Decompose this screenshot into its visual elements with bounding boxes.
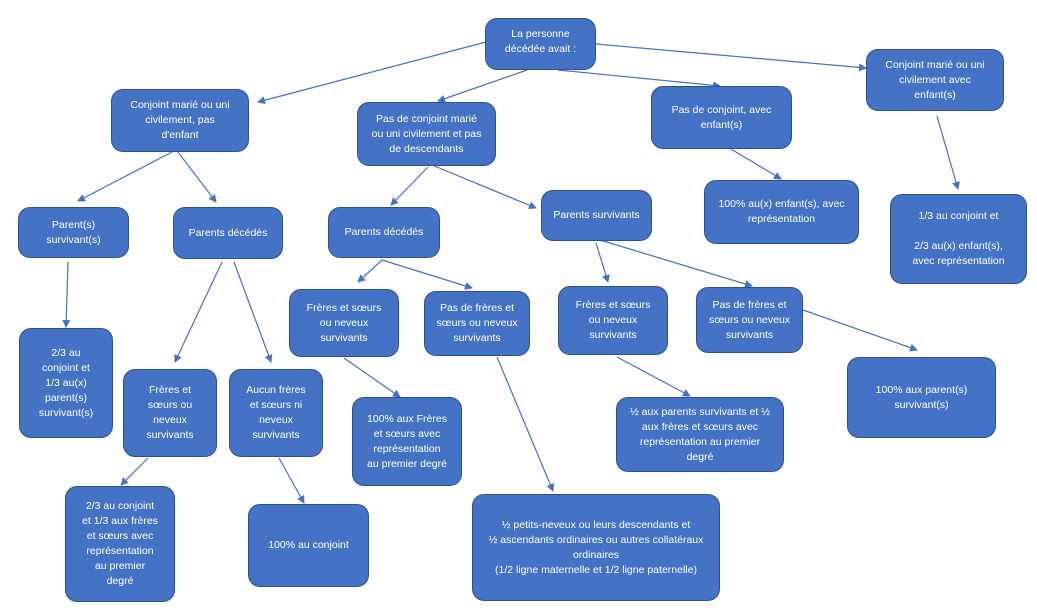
edge-no-spouse-no-desc-to-parents-alive [431,164,537,210]
a-result-parents-node: 2/3 au conjoint et 1/3 au(x) parent(s) s… [19,328,113,438]
c-result-parents-node: 100% aux parent(s) survivant(s) [847,357,996,438]
a-parents-dead-node: Parents décédés [173,207,283,259]
b-result-siblings-node: 100% aux Frères et sœurs avec représenta… [352,397,462,486]
a-result-parents-label: 2/3 au conjoint et 1/3 au(x) parent(s) s… [38,346,94,419]
edge-no-siblings-to-result-spouse [278,457,305,504]
no-spouse-with-child-node: Pas de conjoint, avec enfant(s) [651,86,792,149]
a-parents-dead-label: Parents décédés [188,226,268,239]
edge-root-to-no-spouse-child [557,69,721,90]
edge-root-to-spouse-no-child [257,41,487,105]
edge-root-to-spouse-child [595,43,867,72]
a-result-spouse-node: 100% au conjoint [248,504,369,587]
b-siblings-node: Frères et sœurs ou neveux survivants [289,289,399,357]
b-result-others-label: ½ petits-neveux ou leurs descendants et … [488,518,704,576]
edge-parents-dead-to-no-siblings [233,261,273,363]
edge-b-parents-dead-to-siblings [357,259,383,283]
c-result-siblings-node: ½ aux parents survivants et ½ aux frères… [616,397,784,472]
b-parents-alive-label: Parents survivants [553,209,640,221]
b-parents-dead-label: Parents décédés [344,226,424,238]
c-siblings-label: Frères et sœurs ou neveux survivants [575,299,651,341]
c-siblings-node: Frères et sœurs ou neveux survivants [558,286,668,355]
c-no-siblings-label: Pas de frères et sœurs ou neveux surviva… [708,298,791,341]
edge-spouse-child-to-result [936,115,960,190]
a-result-siblings-label: 2/3 au conjoint et 1/3 aux frères et sœu… [82,500,158,587]
edge-parents-alive-to-result [62,261,71,328]
e-result-label: 1/3 au conjoint et 2/3 au(x) enfant(s), … [912,210,1005,267]
b-no-siblings-label: Pas de frères et sœurs ou neveux surviva… [436,302,518,344]
e-result-node: 1/3 au conjoint et 2/3 au(x) enfant(s), … [890,194,1027,284]
no-spouse-no-descendants-label: Pas de conjoint marié ou uni civilement … [371,112,482,155]
edge-parents-dead-to-siblings [174,261,223,363]
edge-b-parents-alive-to-no-siblings [599,239,753,288]
c-result-siblings-label: ½ aux parents survivants et ½ aux frères… [629,405,771,463]
b-result-siblings-label: 100% aux Frères et sœurs avec représenta… [367,412,447,470]
a-no-siblings-label: Aucun frères et sœurs ni neveux survivan… [246,384,306,441]
c-result-parents-label: 100% aux parent(s) survivant(s) [875,383,968,411]
edge-b-parents-alive-to-siblings [595,242,610,283]
a-result-spouse-label: 100% au conjoint [268,539,349,551]
b-no-siblings-node: Pas de frères et sœurs ou neveux surviva… [424,291,530,356]
spouse-no-child-label: Conjoint marié ou uni civilement, pas d'… [130,99,230,141]
a-result-siblings-node: 2/3 au conjoint et 1/3 aux frères et sœu… [65,486,175,602]
edge-no-spouse-no-desc-to-parents-dead [390,166,429,206]
edge-siblings-to-result [120,457,149,486]
edge-root-to-no-spouse-no-desc [437,69,528,103]
a-siblings-node: Frères et sœurs ou neveux survivants [123,369,217,457]
b-result-others-node: ½ petits-neveux ou leurs descendants et … [472,494,720,601]
c-no-siblings-node: Pas de frères et sœurs ou neveux surviva… [696,287,803,353]
edge-no-spouse-child-to-result [730,148,782,180]
edge-b-siblings-to-result [343,357,401,398]
a-parents-alive-node: Parent(s) survivant(s) [18,207,129,258]
edge-b-parents-dead-to-no-siblings [381,259,473,290]
edge-b-no-siblings-to-result [496,356,554,492]
b-parents-alive-node: Parents survivants [541,190,652,241]
a-parents-alive-label: Parent(s) survivant(s) [46,218,101,246]
d-result-label: 100% au(x) enfant(s), avec représentatio… [718,198,845,225]
no-spouse-with-child-label: Pas de conjoint, avec enfant(s) [671,103,772,131]
a-siblings-label: Frères et sœurs ou neveux survivants [146,384,194,441]
root-label: La personne décédée avait : [504,28,577,55]
edge-spouse-no-child-to-parents-dead [177,151,217,203]
no-spouse-no-descendants-node: Pas de conjoint marié ou uni civilement … [357,102,496,166]
spouse-with-child-label: Conjoint marié ou uni civilement avec en… [885,58,985,101]
edge-c-siblings-to-result [616,356,691,397]
b-parents-dead-node: Parents décédés [328,207,440,258]
d-result-node: 100% au(x) enfant(s), avec représentatio… [704,180,859,244]
edge-c-no-siblings-to-result [802,309,918,352]
a-no-siblings-node: Aucun frères et sœurs ni neveux survivan… [229,369,323,457]
b-siblings-label: Frères et sœurs ou neveux survivants [306,301,382,344]
spouse-with-child-node: Conjoint marié ou uni civilement avec en… [866,49,1004,111]
root-node: La personne décédée avait : [485,18,596,70]
spouse-no-child-node: Conjoint marié ou uni civilement, pas d'… [111,89,249,152]
edge-spouse-no-child-to-parents-alive [77,151,173,202]
